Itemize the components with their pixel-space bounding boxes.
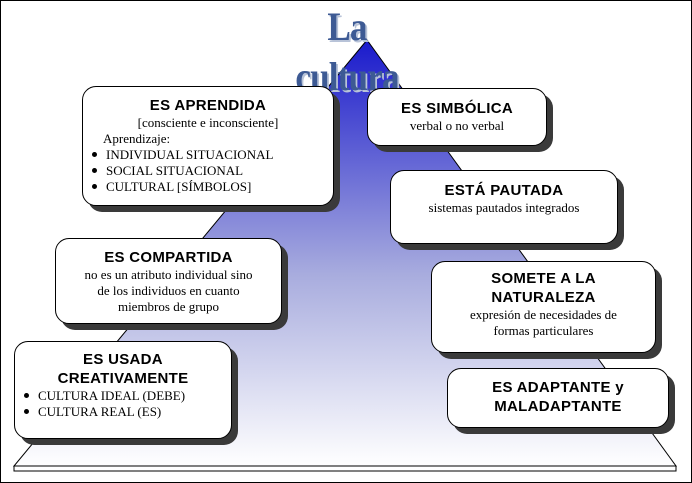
box-heading: ES APRENDIDA bbox=[149, 97, 267, 114]
box-line: de los individuos en cuanto bbox=[97, 283, 240, 298]
box-heading: ES SIMBÓLICA bbox=[401, 100, 513, 117]
box-heading: CREATIVAMENTE bbox=[57, 370, 189, 387]
box-somete-naturaleza: SOMETE A LA NATURALEZA expresión de nece… bbox=[431, 261, 656, 353]
box-subtitle: sistemas pautados integrados bbox=[428, 200, 580, 215]
box-line: no es un atributo individual sino bbox=[84, 267, 253, 282]
box-heading: MALADAPTANTE bbox=[494, 398, 622, 415]
box-subtitle: [consciente e inconsciente] bbox=[137, 115, 279, 130]
box-line: expresión de necesidades de bbox=[470, 307, 617, 322]
box-label: Aprendizaje: bbox=[103, 131, 171, 146]
box-heading: ES COMPARTIDA bbox=[104, 249, 233, 266]
box-heading: ES ADAPTANTE y bbox=[492, 379, 624, 396]
box-heading: ES USADA bbox=[83, 351, 163, 368]
list-item: INDIVIDUAL SITUACIONAL bbox=[86, 147, 333, 163]
box-es-compartida: ES COMPARTIDA no es un atributo individu… bbox=[55, 238, 282, 324]
box-heading: SOMETE A LA bbox=[491, 270, 596, 287]
page-title: La cultura bbox=[295, 4, 399, 99]
list-item: CULTURAL [SÍMBOLOS] bbox=[86, 179, 333, 195]
list-item: SOCIAL SITUACIONAL bbox=[86, 163, 333, 179]
box-line: miembros de grupo bbox=[117, 299, 220, 314]
box-subtitle: verbal o no verbal bbox=[409, 118, 505, 133]
box-es-usada: ES USADA CREATIVAMENTE CULTURA IDEAL (DE… bbox=[14, 341, 232, 439]
usada-list: CULTURA IDEAL (DEBE) CULTURA REAL (ES) bbox=[15, 388, 231, 420]
box-line: formas particulares bbox=[493, 323, 594, 338]
list-item: CULTURA REAL (ES) bbox=[18, 404, 231, 420]
box-es-adaptante: ES ADAPTANTE y MALADAPTANTE bbox=[447, 368, 669, 428]
box-es-simbolica: ES SIMBÓLICA verbal o no verbal bbox=[367, 88, 547, 146]
aprendizaje-list: INDIVIDUAL SITUACIONAL SOCIAL SITUACIONA… bbox=[83, 147, 333, 195]
box-esta-pautada: ESTÁ PAUTADA sistemas pautados integrado… bbox=[390, 170, 618, 244]
pyramid-base bbox=[13, 465, 677, 472]
box-heading: NATURALEZA bbox=[491, 289, 596, 306]
list-item: CULTURA IDEAL (DEBE) bbox=[18, 388, 231, 404]
box-es-aprendida: ES APRENDIDA [consciente e inconsciente]… bbox=[82, 86, 334, 206]
box-heading: ESTÁ PAUTADA bbox=[444, 182, 564, 199]
